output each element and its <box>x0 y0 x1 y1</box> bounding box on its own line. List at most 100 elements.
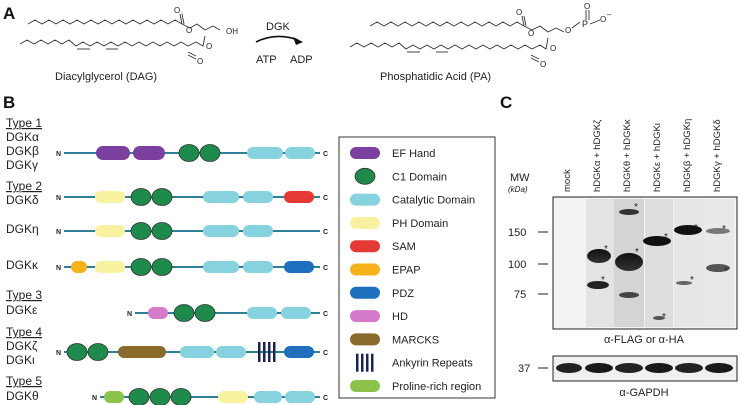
legend-swatch <box>350 263 380 276</box>
catalytic-domain <box>203 261 239 273</box>
catalytic-domain <box>247 307 277 319</box>
adp-label: ADP <box>290 54 313 66</box>
c1-domain <box>151 188 173 206</box>
pa-phosphate-oxyanion: O <box>600 15 606 24</box>
lane-label: hDGKγ + hDGKδ <box>712 119 723 192</box>
c1-domain <box>170 388 192 405</box>
catalytic-domain <box>203 225 239 237</box>
catalytic-domain <box>180 346 214 358</box>
legend-swatch <box>350 147 380 159</box>
dag-structure <box>19 12 221 60</box>
mw-marker-label: 100 <box>508 259 526 271</box>
marcks-domain <box>118 346 166 358</box>
c-terminus: C <box>323 151 328 158</box>
upper-blot-caption: α-FLAG or α-HA <box>604 334 685 346</box>
reaction-arrow <box>255 35 303 45</box>
pa-charge: – <box>607 10 612 19</box>
sam-domain <box>284 191 314 203</box>
legend-swatch <box>350 380 380 392</box>
pa-glycerol <box>523 25 565 33</box>
gapdh-band <box>675 363 703 373</box>
legend-label: EF Hand <box>392 148 435 160</box>
ph-domain <box>218 391 248 403</box>
dag-upper-chain <box>27 19 183 25</box>
asterisk: * <box>690 275 694 286</box>
atp-label: ATP <box>256 54 277 66</box>
legend-label: MARCKS <box>392 334 439 346</box>
terminus-labels: N C N C N C N C N C N C N C <box>56 151 328 402</box>
gapdh-band <box>645 363 673 373</box>
blot-band <box>643 236 671 246</box>
lane-label: hDGKα + hDGKζ <box>592 119 603 192</box>
lane-label: mock <box>562 169 573 192</box>
asterisk: * <box>604 244 608 255</box>
ph-domain <box>95 225 125 237</box>
enzyme-label: DGK <box>266 21 291 33</box>
pa-oxygen-ester: O <box>550 44 556 53</box>
c-terminus: C <box>323 229 328 236</box>
type-2-heading: Type 2 <box>6 179 42 193</box>
ankyrin-repeats <box>258 342 276 362</box>
c1-domain <box>149 388 171 405</box>
mw-title: MW <box>510 172 530 184</box>
isoform-label: DGKι <box>6 353 35 367</box>
gapdh-marker-label: 37 <box>518 363 530 375</box>
blot-band <box>619 292 639 298</box>
protein-backbones <box>64 152 320 398</box>
dag-hydroxyl: OH <box>226 27 238 36</box>
blot-band <box>653 316 665 320</box>
pdz-domain <box>284 346 314 358</box>
isoform-label: DGKγ <box>6 158 38 172</box>
pa-phosphorus: P <box>582 19 588 29</box>
hd-domain <box>148 307 168 319</box>
legend-label: Catalytic Domain <box>392 195 475 207</box>
catalytic-domain <box>243 225 273 237</box>
type-3-heading: Type 3 <box>6 288 42 302</box>
catalytic-domain <box>243 261 273 273</box>
n-terminus: N <box>92 395 97 402</box>
legend-swatch <box>350 286 380 299</box>
gapdh-band <box>585 363 613 373</box>
western-blot-upper <box>552 196 738 330</box>
n-terminus: N <box>56 195 61 202</box>
dag-lower-chain <box>19 35 206 47</box>
dag-name: Diacylglycerol (DAG) <box>55 71 157 83</box>
pa-name: Phosphatidic Acid (PA) <box>380 71 491 83</box>
c1-domain <box>87 343 109 361</box>
dag-oxygen-bottom: O <box>197 57 203 66</box>
isoform-label: DGKδ <box>6 193 39 207</box>
type-1-heading: Type 1 <box>6 116 42 130</box>
legend-swatch <box>350 240 380 253</box>
pa-structure <box>349 10 601 63</box>
c-terminus: C <box>323 395 328 402</box>
isoform-label: DGKη <box>6 222 39 236</box>
c1-domain <box>151 258 173 276</box>
asterisk: * <box>601 275 605 286</box>
pa-upper-chain <box>369 21 525 27</box>
catalytic-domain <box>203 191 239 203</box>
asterisk: * <box>694 223 698 234</box>
isoform-label: DGKβ <box>6 144 39 158</box>
ph-domain <box>95 261 125 273</box>
n-terminus: N <box>56 350 61 357</box>
asterisk: * <box>635 247 639 258</box>
c-terminus: C <box>323 311 328 318</box>
catalytic-domain <box>216 346 246 358</box>
catalytic-domain <box>243 191 273 203</box>
legend-swatch <box>350 333 380 346</box>
isoform-label: DGKθ <box>6 389 39 403</box>
blot-band <box>619 209 639 215</box>
legend-label: EPAP <box>392 265 421 277</box>
c1-domain <box>194 304 216 322</box>
dag-upper-carbonyl <box>179 13 183 25</box>
isoform-label: DGKκ <box>6 258 39 272</box>
lower-blot-caption: α-GAPDH <box>619 387 668 399</box>
legend-swatch <box>350 310 380 323</box>
blot-band <box>706 228 730 234</box>
pa-oxygen-top: O <box>516 8 522 17</box>
lane-label: hDGKε + hDGKι <box>652 123 663 192</box>
catalytic-domain <box>285 391 315 403</box>
blot-band <box>706 264 730 272</box>
legend-label: PH Domain <box>392 218 448 230</box>
legend-label: PDZ <box>392 288 414 300</box>
